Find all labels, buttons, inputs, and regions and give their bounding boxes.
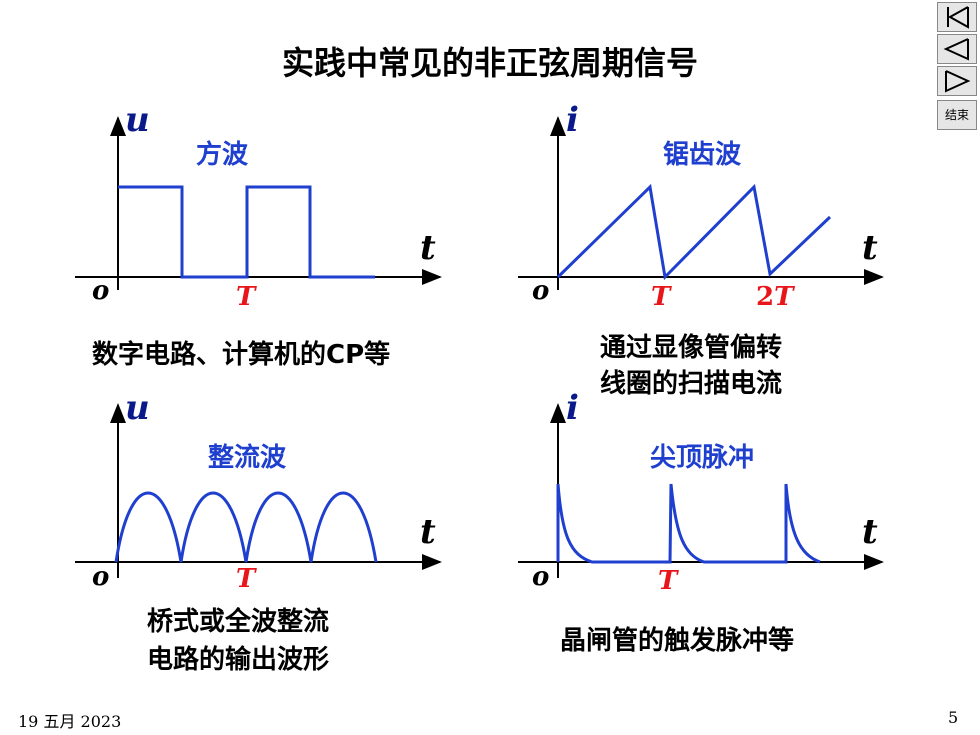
page-title: 实践中常见的非正弦周期信号 [281, 44, 698, 82]
double-period-label: 2T [756, 282, 794, 312]
axis-label-t: t [420, 228, 436, 268]
end-show-button[interactable]: 结束 [937, 100, 977, 130]
axis-label-u: u [125, 388, 150, 428]
triangle-right-icon [945, 70, 971, 93]
axis-label-t: t [862, 512, 878, 552]
period-label: T [236, 282, 256, 312]
square-wave-panel [75, 116, 442, 290]
wave-label: 尖顶脉冲 [650, 443, 755, 473]
sawtooth-wave-line [556, 183, 832, 281]
previous-slide-button[interactable] [937, 34, 977, 64]
origin-label: o [92, 562, 110, 592]
axis-label-i: i [566, 100, 579, 140]
axis-label-t: t [862, 228, 878, 268]
sawtooth-wave-panel [518, 116, 884, 290]
caption-line: 通过显像管偏转 [600, 333, 783, 363]
first-slide-button[interactable] [937, 2, 977, 32]
rectified-wave-panel [75, 403, 442, 578]
origin-label: o [532, 276, 550, 306]
period-label: T [236, 564, 256, 594]
spike-pulse-panel [518, 403, 884, 578]
wave-label: 锯齿波 [663, 140, 742, 170]
caption-line: 晶闸管的触发脉冲等 [560, 626, 795, 656]
period-label: T [658, 566, 678, 596]
origin-label: o [532, 562, 550, 592]
square-wave-line [118, 185, 375, 279]
caption-line: 数字电路、计算机的CP等 [92, 340, 391, 370]
caption-line: 电路的输出波形 [147, 645, 330, 675]
caption-line: 线圈的扫描电流 [600, 369, 783, 399]
wave-label: 整流波 [208, 443, 287, 473]
next-slide-button[interactable] [937, 66, 977, 96]
triangle-left-icon [943, 38, 969, 61]
axis-label-t: t [420, 512, 436, 552]
axis-label-u: u [125, 100, 150, 140]
rectified-wave-line [114, 491, 378, 563]
axis-label-i: i [566, 388, 579, 428]
skip-back-icon [947, 6, 969, 29]
caption-line: 桥式或全波整流 [147, 607, 330, 637]
wave-label: 方波 [196, 140, 249, 170]
footer-date: 19 五月 2023 [18, 712, 122, 731]
spike-pulse-line [556, 483, 821, 564]
origin-label: o [92, 276, 110, 306]
period-label: T [651, 282, 671, 312]
page-number: 5 [948, 708, 959, 727]
